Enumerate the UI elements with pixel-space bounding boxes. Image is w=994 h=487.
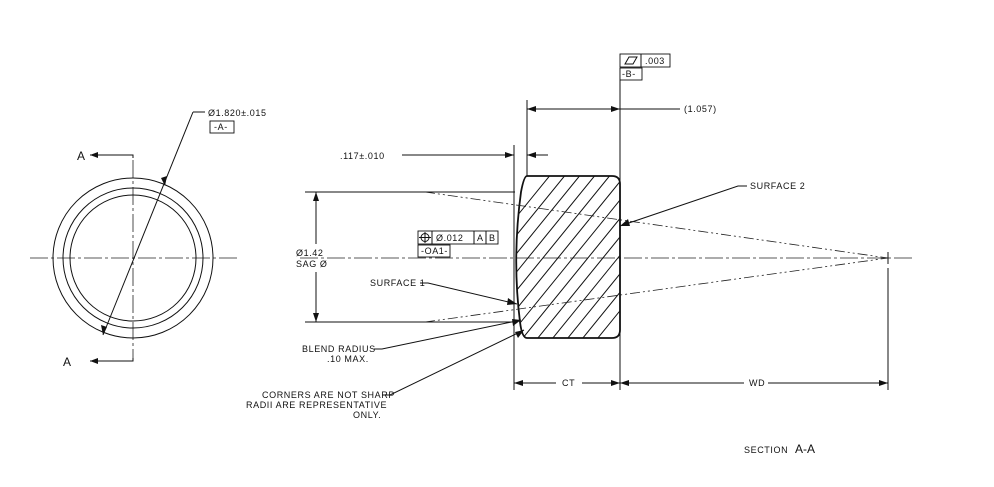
datum-b-label: -B-: [622, 69, 636, 79]
inner-circle: [69, 194, 197, 322]
ray-upper: [424, 191, 889, 259]
edge-thickness-label: .117±.010: [340, 151, 385, 161]
surface-2-leader: [619, 185, 747, 227]
diameter-arrowhead-bottom: [101, 325, 107, 335]
flatness-icon: [624, 56, 638, 65]
section-mark-bottom: A: [63, 355, 71, 369]
surface-2-label: SURFACE 2: [750, 181, 805, 191]
edge-dim-arrow-right: [527, 152, 536, 158]
section-cut-top-arrow: [90, 152, 98, 158]
overall-ref-arrow-left: [527, 106, 536, 112]
blend-radius-leader: [374, 319, 522, 350]
datum-a-label: -A-: [214, 122, 228, 132]
ct-arrow-right: [611, 380, 620, 386]
outer-diameter-circle: [52, 177, 214, 339]
blend-radius-label: BLEND RADIUS: [302, 344, 376, 354]
surface-1-label: SURFACE 1: [370, 278, 425, 288]
ray-lower: [424, 257, 889, 323]
datum-oa1-box: [417, 244, 451, 258]
front-view: Ø1.820±.015 -A- A A: [30, 108, 267, 369]
surface-1-leader: [420, 282, 518, 305]
section-cut-top-line: [90, 154, 134, 158]
wd-arrow-right: [879, 380, 888, 386]
sag-arrow-bottom: [313, 313, 319, 322]
datum-oa1-label: -OA1-: [421, 246, 448, 256]
diameter-label: Ø1.820±.015: [208, 108, 267, 118]
corners-note-line-3: ONLY.: [353, 410, 381, 420]
datum-b-box: [619, 67, 643, 81]
blend-radius-max: .10 MAX.: [327, 354, 369, 364]
corners-note-line-1: CORNERS ARE NOT SHARP: [262, 390, 395, 400]
wd-label: WD: [749, 378, 765, 388]
overall-ref-arrow-right: [611, 106, 620, 112]
ct-label: CT: [562, 378, 575, 388]
lens-hatching: [516, 176, 620, 338]
ct-arrow-left: [514, 380, 523, 386]
sag-diameter-sublabel: SAG Ø: [296, 259, 328, 269]
datum-a-box: [209, 120, 235, 134]
section-mark-top: A: [77, 149, 85, 163]
section-caption: SECTION: [744, 445, 788, 455]
position-datum-b: B: [489, 233, 496, 243]
clear-aperture-circle: [62, 187, 204, 329]
overall-ref-label: (1.057): [684, 104, 717, 114]
wd-arrow-left: [620, 380, 629, 386]
sag-arrow-top: [313, 192, 319, 201]
section-view: Ø1.42 SAG Ø Ø.012 A B -OA1- SURFACE 1 SU…: [246, 53, 915, 456]
section-caption-id: A-A: [795, 442, 815, 456]
edge-dim-arrow-left: [505, 152, 514, 158]
position-tolerance-value: Ø.012: [436, 233, 464, 243]
sag-diameter-label: Ø1.42: [296, 248, 324, 258]
corners-note-leader: [382, 329, 525, 396]
diameter-arrowhead-top: [161, 176, 167, 186]
diameter-leader-line: [102, 111, 194, 336]
corners-note-line-2: RADII ARE REPRESENTATIVE: [246, 400, 387, 410]
surface-2-arrow: [620, 219, 630, 226]
section-cut-bottom-line: [90, 358, 134, 362]
flatness-tolerance-value: .003: [645, 56, 665, 66]
position-datum-a: A: [477, 233, 484, 243]
corners-note-arrow: [515, 330, 524, 338]
position-tolerance-frame: [417, 230, 499, 245]
surface-1-arrow: [507, 298, 517, 305]
section-cut-bottom-arrow: [90, 358, 98, 364]
